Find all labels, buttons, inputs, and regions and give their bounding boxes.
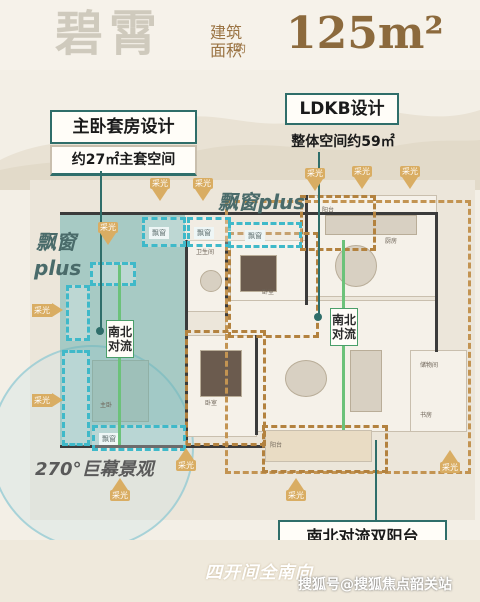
callout-line — [375, 440, 377, 520]
room-label: 卫生间 — [196, 249, 215, 256]
room-label: 主卧 — [100, 402, 113, 409]
ldkb-area: 整体空间约59㎡ — [291, 134, 395, 150]
footer-band — [0, 540, 480, 602]
arrow-down-icon — [307, 179, 323, 191]
daylight-label: 采光 — [32, 393, 52, 407]
daylight-label: 采光 — [286, 490, 306, 501]
flow-label-left: 南北对流 — [106, 320, 134, 358]
arrow-down-icon — [100, 233, 116, 245]
arrow-up-icon — [288, 478, 304, 490]
callout-dot — [314, 313, 322, 321]
bay-window-plus-left-line2: plus — [34, 256, 82, 280]
arrow-down-icon — [152, 189, 168, 201]
arrow-up-icon — [442, 450, 458, 462]
daylight-indicator: 采光 — [440, 450, 460, 473]
bay-window-side — [66, 285, 90, 341]
daylight-label: 采光 — [98, 222, 118, 233]
bay-window-plus: 飘窗 — [228, 222, 302, 248]
room-label: 阳台 — [322, 207, 335, 214]
bedroom-south-frame — [185, 330, 266, 446]
daylight-label: 采光 — [305, 168, 325, 179]
daylight-indicator: 采光 — [193, 178, 213, 201]
area-label-line2: 面积 — [210, 41, 243, 60]
bay-window-plus-left-line1: 飘窗 — [36, 230, 76, 254]
room-label: 卧室 — [262, 289, 275, 296]
bay-window: 飘窗 — [142, 217, 186, 247]
daylight-label: 采光 — [352, 166, 372, 177]
balcony-frame — [262, 425, 388, 473]
bedroom-frame — [228, 232, 319, 338]
sofa — [350, 350, 382, 412]
room-label: 储物间 — [420, 362, 439, 369]
bed — [240, 255, 277, 292]
arrow-right-icon — [52, 393, 63, 407]
daylight-indicator: 采光 — [150, 178, 170, 201]
coffee-table — [285, 360, 327, 397]
ldkb-callout: LDKB设计 — [285, 93, 399, 125]
view-label: 270°巨幕景观 — [35, 459, 154, 480]
callout-line — [100, 171, 102, 331]
bay-window-plus-top: 飘窗plus — [218, 190, 306, 214]
daylight-indicator: 采光 — [286, 478, 306, 501]
header — [0, 0, 480, 70]
callout-dot — [96, 327, 104, 335]
watermark: 搜狐号@搜狐焦点韶关站 — [298, 577, 452, 593]
room-label: 飘窗 — [245, 230, 265, 242]
arrow-down-icon — [195, 189, 211, 201]
bay-window-side — [62, 350, 90, 446]
room-label: 卧室 — [205, 400, 218, 407]
bay-window: 飘窗 — [92, 425, 186, 451]
bed — [200, 350, 242, 397]
room-label: 飘窗 — [99, 433, 119, 445]
daylight-label: 采光 — [176, 460, 196, 471]
project-name: 碧霄 — [55, 6, 164, 62]
area-label-line1: 建筑 — [210, 23, 243, 42]
callout-line — [318, 152, 320, 317]
daylight-indicator: 采光 — [110, 478, 130, 501]
flow-label-right: 南北对流 — [330, 308, 358, 346]
arrow-down-icon — [354, 177, 370, 189]
footer-slogan: 四开间全南向 — [205, 563, 313, 583]
arrow-up-icon — [112, 478, 128, 490]
daylight-indicator: 采光 — [400, 166, 420, 189]
bay-window: 飘窗 — [187, 217, 231, 247]
wall — [435, 212, 438, 352]
area-value: 125m² — [286, 8, 444, 59]
daylight-indicator: 采光 — [176, 448, 196, 471]
bathtub — [200, 270, 222, 292]
wall — [60, 445, 265, 448]
room-label: 书房 — [420, 412, 433, 419]
arrow-right-icon — [52, 303, 63, 317]
balcony-south — [265, 430, 372, 462]
bay-window — [90, 262, 136, 286]
room-label: 厨房 — [385, 238, 398, 245]
wall — [60, 212, 435, 215]
room-label: 阳台 — [270, 442, 283, 449]
daylight-label: 采光 — [440, 462, 460, 473]
daylight-label: 采光 — [150, 178, 170, 189]
daylight-indicator: 采光 — [305, 168, 325, 191]
daylight-indicator: 采光 — [32, 393, 63, 407]
arrow-up-icon — [178, 448, 194, 460]
daylight-label: 采光 — [110, 490, 130, 501]
daylight-indicator: 采光 — [98, 222, 118, 245]
study — [410, 350, 467, 432]
room-label: 飘窗 — [149, 227, 169, 239]
daylight-label: 采光 — [193, 178, 213, 189]
room-label: 飘窗 — [194, 227, 214, 239]
daylight-indicator: 采光 — [352, 166, 372, 189]
arrow-down-icon — [402, 177, 418, 189]
area-prefix: 约 — [235, 42, 246, 55]
daylight-label: 采光 — [32, 303, 52, 317]
wall — [255, 335, 258, 435]
daylight-label: 采光 — [400, 166, 420, 177]
daylight-indicator: 采光 — [32, 303, 63, 317]
master-suite-area: 约27㎡主套空间 — [50, 145, 197, 176]
kitchen-counter — [325, 215, 417, 235]
master-suite-callout: 主卧套房设计 — [50, 110, 197, 144]
